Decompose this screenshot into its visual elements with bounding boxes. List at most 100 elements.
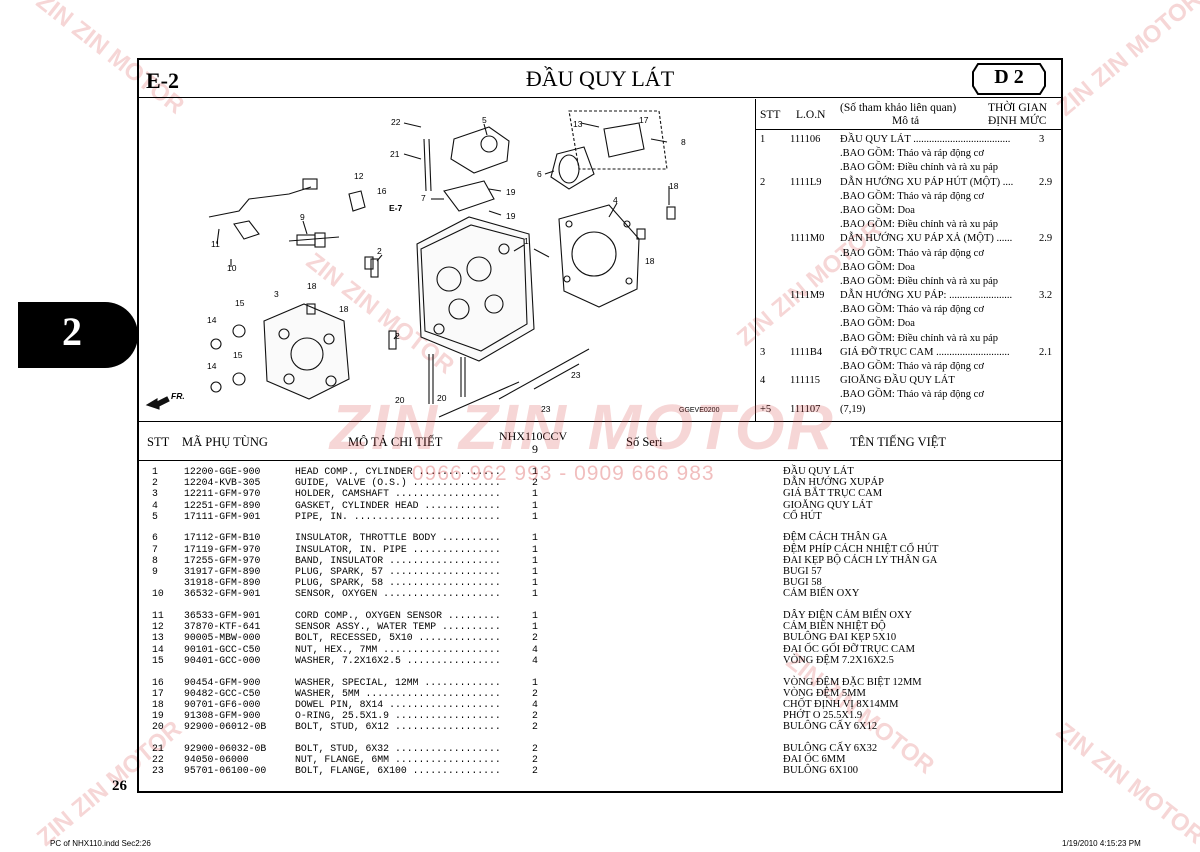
- part-stt: 2: [152, 477, 158, 489]
- callout-6: 6: [537, 169, 542, 179]
- part-number: 17255-GFM-970: [184, 554, 261, 566]
- part-stt: 8: [152, 554, 158, 566]
- part-desc: WASHER, 5MM .......................: [295, 687, 501, 699]
- part-number: 36533-GFM-901: [184, 610, 261, 622]
- callout-14: 14: [207, 315, 217, 325]
- callout-19b: 19: [506, 211, 516, 221]
- callout-18c: 18: [307, 281, 317, 291]
- ref-row: 4 111115 GIOĂNG ĐẦU QUY LÁT: [757, 375, 1060, 389]
- part-stt: 16: [152, 676, 164, 688]
- ref-row: .BAO GỒM: Doa: [757, 205, 1060, 219]
- ref-row: .BAO GỒM: Doa: [757, 318, 1060, 332]
- part-desc: SENSOR ASSY., WATER TEMP ..........: [295, 621, 501, 633]
- part-stt: 11: [152, 610, 164, 622]
- ref-header-stt: STT: [760, 109, 781, 121]
- part-number: 90101-GCC-C50: [184, 643, 261, 655]
- part-qty: 2: [532, 687, 538, 699]
- part-vn-name: VÒNG ĐỆM 7.2X16X2.5: [783, 654, 894, 666]
- part-qty: 1: [532, 532, 538, 544]
- ref-stt: +5: [760, 403, 772, 415]
- part-stt: 23: [152, 765, 164, 777]
- ref-desc: .BAO GỒM: Tháo và ráp động cơ: [840, 190, 984, 202]
- callout-12: 12: [354, 171, 364, 181]
- ref-header-desc: Mô tả: [892, 115, 920, 127]
- ref-desc: .BAO GỒM: Điều chỉnh và rà xu páp: [840, 275, 999, 287]
- parts-header-model-2: 9: [532, 442, 538, 456]
- part-qty: 2: [532, 710, 538, 722]
- ref-row: .BAO GỒM: Điều chỉnh và rà xu páp: [757, 276, 1060, 290]
- ref-row: .BAO GỒM: Tháo và ráp động cơ: [757, 191, 1060, 205]
- part-number: 90005-MBW-000: [184, 632, 261, 644]
- part-number: 37870-KTF-641: [184, 621, 261, 633]
- part-qty: 1: [532, 510, 538, 522]
- part-stt: 7: [152, 543, 158, 555]
- diagram-divider: [755, 99, 756, 421]
- e7-label: E-7: [389, 203, 403, 213]
- ref-desc: .BAO GỒM: Tháo và ráp động cơ: [840, 148, 984, 160]
- part-number: 94050-06000: [184, 754, 249, 766]
- callout-2b: 2: [395, 331, 400, 341]
- part-desc: PLUG, SPARK, 57 ...................: [295, 566, 501, 577]
- ref-lon: 111115: [790, 375, 820, 387]
- parts-header-part-no: MÃ PHỤ TÙNG: [182, 435, 268, 449]
- part-qty: 1: [532, 588, 538, 600]
- parts-header-divider: [138, 460, 1061, 461]
- callout-9: 9: [300, 212, 305, 222]
- part-number: 90482-GCC-C50: [184, 687, 261, 699]
- watermark-corner-br: ZIN ZIN MOTOR: [1051, 717, 1200, 850]
- part-desc: NUT, HEX., 7MM ....................: [295, 643, 501, 655]
- part-stt: 6: [152, 532, 158, 544]
- table-row: 11 36533-GFM-901 CORD COMP., OXYGEN SENSOR…: [140, 610, 1060, 621]
- ref-row: .BAO GỒM: Tháo và ráp động cơ: [757, 248, 1060, 262]
- part-qty: 1: [532, 676, 538, 688]
- ref-stt: 2: [760, 176, 766, 188]
- section-code: E-2: [146, 68, 179, 93]
- part-number: 17119-GFM-970: [184, 543, 261, 555]
- page-frame: [137, 58, 1063, 793]
- part-desc: GUIDE, VALVE (O.S.) ...............: [295, 477, 501, 489]
- ref-stt: 4: [760, 375, 766, 387]
- header-divider: [138, 97, 1061, 98]
- part-desc: CORD COMP., OXYGEN SENSOR .........: [295, 610, 501, 622]
- ref-desc: .BAO GỒM: Doa: [840, 261, 915, 273]
- part-stt: 18: [152, 698, 164, 710]
- part-vn-name: ĐAI ỐC 6MM: [783, 754, 846, 766]
- part-stt: 20: [152, 721, 164, 733]
- row-group-gap: [140, 600, 1060, 611]
- part-vn-name: GIÁ BẮT TRỤC CAM: [783, 488, 883, 500]
- part-qty: 1: [532, 610, 538, 622]
- callout-4: 4: [613, 195, 618, 205]
- part-desc: INSULATOR, THROTTLE BODY ..........: [295, 532, 501, 544]
- callout-23: 23: [571, 370, 581, 380]
- ref-row: .BAO GỒM: Điều chỉnh và rà xu páp: [757, 219, 1060, 233]
- part-vn-name: GIOĂNG QUY LÁT: [783, 499, 873, 511]
- part-vn-name: VÒNG ĐỆM 5MM: [783, 687, 866, 699]
- part-number: 92900-06032-0B: [184, 742, 267, 754]
- exploded-diagram: 22 5 13 17 8 21 12 16 6 18 7 19 19 9 E-7…: [139, 99, 755, 421]
- part-qty: 1: [532, 543, 538, 555]
- part-stt: 1: [152, 466, 158, 477]
- ref-desc: GIOĂNG ĐẦU QUY LÁT: [840, 375, 955, 387]
- ref-lon: 1111M9: [790, 290, 825, 302]
- part-qty: 2: [532, 754, 538, 766]
- part-qty: 2: [532, 632, 538, 644]
- part-qty: 2: [532, 765, 538, 777]
- ref-row: .BAO GỒM: Doa: [757, 262, 1060, 276]
- part-vn-name: PHỚT O 25.5X1.9: [783, 710, 863, 722]
- part-number: 31918-GFM-890: [184, 577, 261, 589]
- diagram-bottom-divider: [138, 421, 1061, 422]
- page-title: ĐẦU QUY LÁT: [525, 66, 675, 91]
- parts-header-desc: MÔ TẢ CHI TIẾT: [348, 435, 443, 449]
- part-qty: 4: [532, 698, 538, 710]
- row-group-gap: [140, 522, 1060, 533]
- ref-desc: .BAO GỒM: Tháo và ráp động cơ: [840, 361, 984, 372]
- part-vn-name: BULÔNG 6X100: [783, 765, 858, 777]
